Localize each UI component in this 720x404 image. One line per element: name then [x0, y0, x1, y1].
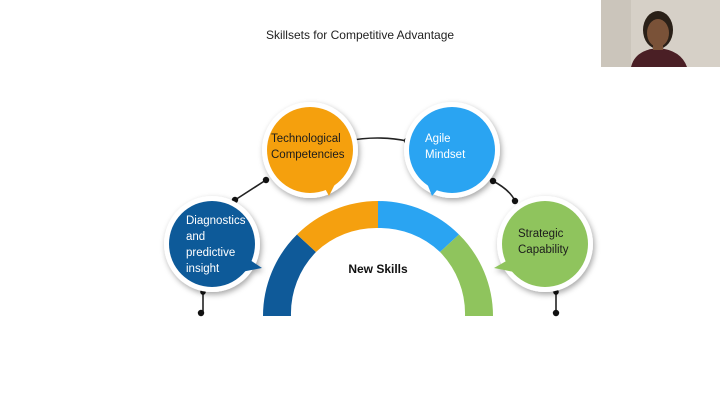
bubble-label-strategic: Strategic Capability: [518, 226, 584, 258]
label-line: predictive: [186, 247, 236, 259]
bubble-strategic: [494, 196, 593, 292]
label-line: Competencies: [271, 149, 345, 161]
bubble-diagnostics: [164, 196, 262, 292]
connector-diag-orange: [234, 179, 267, 201]
connector-diag-green: [492, 180, 516, 202]
presenter-icon: [601, 0, 720, 67]
bubble-agile: [404, 102, 500, 198]
bubble-label-agile: Agile Mindset: [425, 131, 485, 163]
bubble-label-technological: Technological Competencies: [271, 131, 357, 163]
ring-segment-dark-blue: [263, 234, 316, 316]
connector-dot: [262, 176, 270, 184]
ring-segment-green: [440, 234, 493, 316]
center-label: New Skills: [348, 262, 408, 276]
connector-dot: [511, 197, 519, 205]
label-line: Mindset: [425, 149, 466, 161]
connector-dot: [197, 309, 205, 317]
label-line: Agile: [425, 133, 451, 145]
slide-title: Skillsets for Competitive Advantage: [265, 28, 455, 42]
label-line: and: [186, 231, 206, 243]
label-line: insight: [186, 263, 220, 275]
connector-dot: [552, 309, 560, 317]
label-line: Diagnostics: [186, 215, 246, 227]
connector-dot: [489, 177, 497, 185]
bubble-technological: [262, 102, 358, 198]
center-ring: [263, 201, 493, 316]
ring-segment-orange: [297, 201, 378, 252]
label-line: Capability: [518, 244, 569, 256]
label-line: Technological: [271, 133, 341, 145]
presenter-video: [601, 0, 720, 67]
ring-segment-light-blue: [378, 201, 459, 252]
bubble-label-diagnostics: Diagnostics and predictive insight: [186, 213, 256, 277]
label-line: Strategic: [518, 228, 564, 240]
